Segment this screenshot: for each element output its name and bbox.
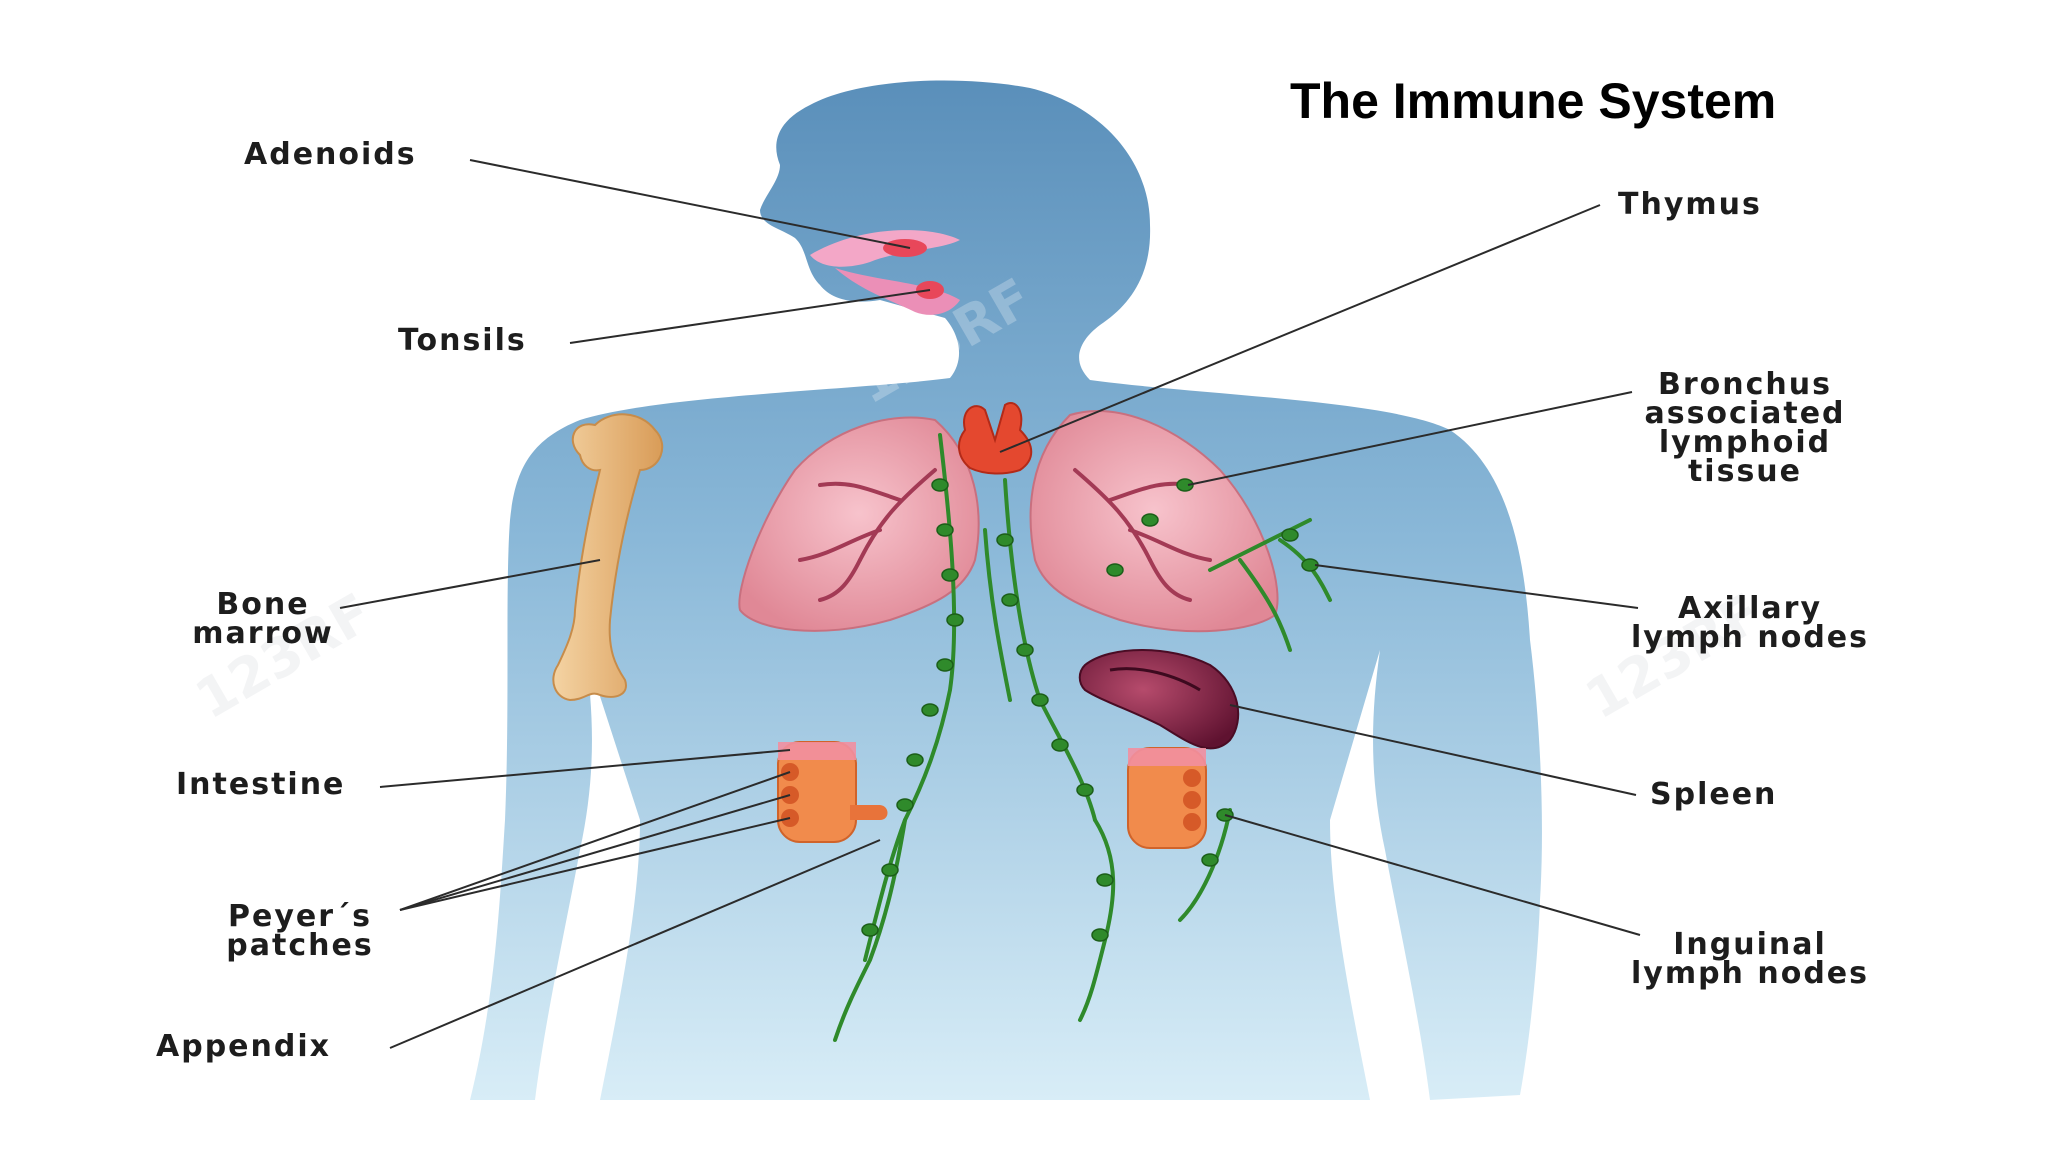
label-appendix-line: Appendix [156, 1029, 331, 1064]
label-thymus-line: Thymus [1618, 187, 1762, 222]
leader-lines [339, 159, 1641, 1049]
label-peyers-patches: Peyer´s patches [200, 899, 400, 963]
label-axillary-line-1: Axillary [1677, 591, 1822, 626]
diagram-title: The Immune System [1290, 73, 1777, 129]
label-inguinal-lymph-nodes: Inguinal lymph nodes [1600, 927, 1900, 991]
label-bone-marrow-line-2: marrow [192, 616, 334, 651]
label-inguinal-line-1: Inguinal [1673, 927, 1827, 962]
label-tonsils-line: Tonsils [398, 323, 527, 358]
label-spleen: Spleen [1650, 777, 1778, 812]
label-inguinal-line-2: lymph nodes [1630, 956, 1870, 991]
thymus-organ [958, 402, 1033, 475]
label-bronchus-line-1: Bronchus [1658, 367, 1832, 402]
lungs [738, 410, 1279, 633]
bone-illustration [552, 413, 664, 702]
intestine-left [777, 741, 888, 843]
label-bronchus-line-2: associated [1644, 396, 1846, 431]
intestine-right [1127, 747, 1207, 849]
label-bronchus-associated-lymphoid-tissue: Bronchus associated lymphoid tissue [1620, 367, 1870, 489]
label-peyers-line-2: patches [226, 928, 374, 963]
label-appendix: Appendix [156, 1029, 331, 1064]
label-thymus: Thymus [1618, 187, 1762, 222]
label-axillary-lymph-nodes: Axillary lymph nodes [1600, 591, 1900, 655]
label-tonsils: Tonsils [398, 323, 527, 358]
label-axillary-line-2: lymph nodes [1630, 620, 1870, 655]
label-bronchus-line-4: tissue [1687, 454, 1803, 489]
label-adenoids-line: Adenoids [244, 137, 417, 172]
lymph-nodes [861, 478, 1319, 942]
body-silhouette [470, 80, 1542, 1100]
label-intestine-line: Intestine [176, 767, 346, 802]
label-bone-marrow: Bone marrow [178, 587, 348, 651]
label-spleen-line: Spleen [1650, 777, 1778, 812]
label-bronchus-line-3: lymphoid [1658, 425, 1832, 460]
label-intestine: Intestine [176, 767, 346, 802]
label-peyers-line-1: Peyer´s [228, 899, 372, 934]
label-adenoids: Adenoids [244, 137, 417, 172]
spleen-organ [1078, 649, 1240, 750]
label-bone-marrow-line-1: Bone [216, 587, 310, 622]
